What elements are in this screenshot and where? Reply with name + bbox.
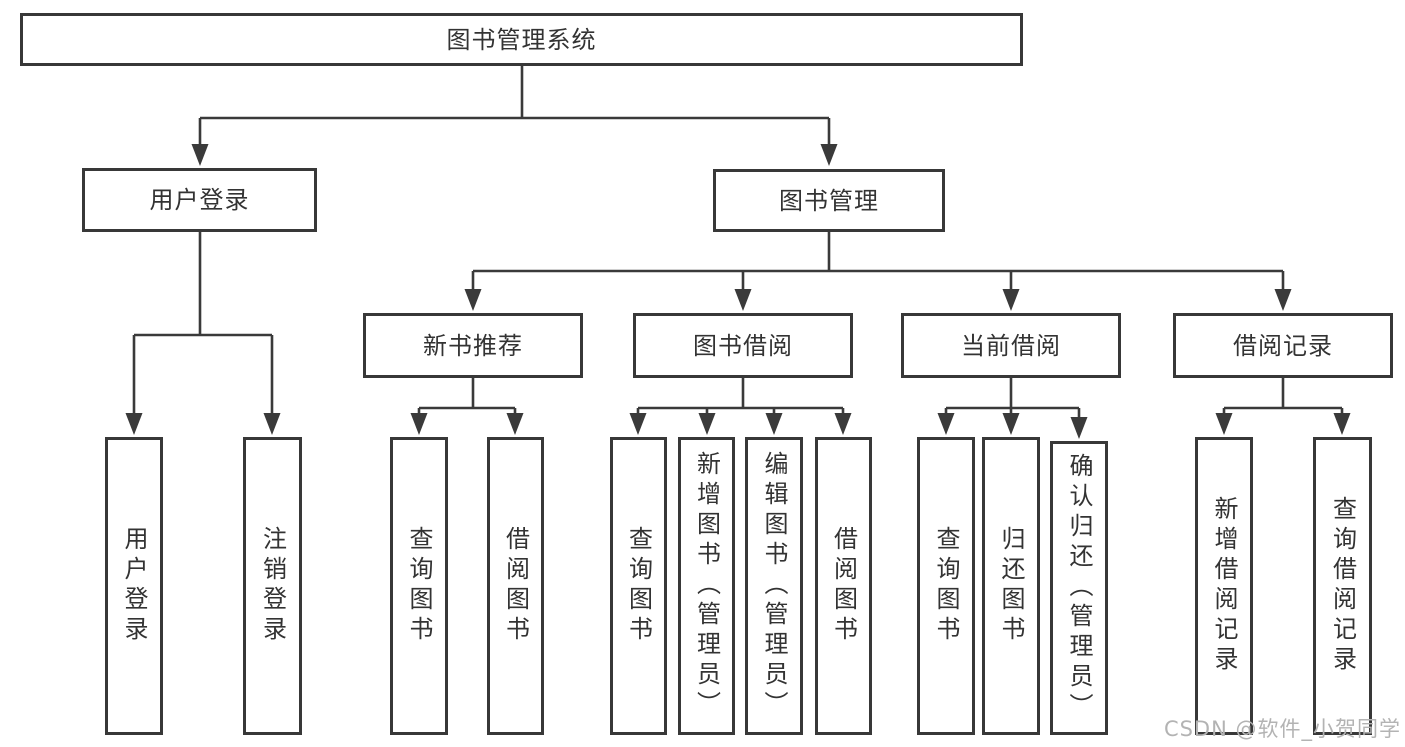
node-new-book-recommend: 新书推荐 [363,313,583,378]
leaf-borrow-books-recommend: 借阅图书 [487,437,544,735]
node-book-management: 图书管理 [713,169,945,232]
leaf-query-books-borrow: 查询图书 [610,437,667,735]
leaf-user-login: 用户登录 [105,437,163,735]
leaf-query-books-current: 查询图书 [917,437,975,735]
leaf-query-borrow-record: 查询借阅记录 [1313,437,1372,735]
node-book-borrow: 图书借阅 [633,313,853,378]
node-library-system: 图书管理系统 [20,13,1023,66]
leaf-return-books: 归还图书 [982,437,1040,735]
node-borrow-records: 借阅记录 [1173,313,1393,378]
node-user-login: 用户登录 [82,168,317,232]
leaf-logout: 注销登录 [243,437,302,735]
leaf-add-book-admin: 新增图书（管理员） [678,437,735,735]
node-current-borrow: 当前借阅 [901,313,1121,378]
leaf-query-books-recommend: 查询图书 [390,437,448,735]
leaf-confirm-return-admin: 确认归还（管理员） [1050,441,1108,735]
csdn-watermark: CSDN @软件_小贺同学 [1163,717,1401,741]
leaf-add-borrow-record: 新增借阅记录 [1195,437,1253,735]
leaf-edit-book-admin: 编辑图书（管理员） [745,437,803,735]
leaf-borrow-books: 借阅图书 [815,437,872,735]
